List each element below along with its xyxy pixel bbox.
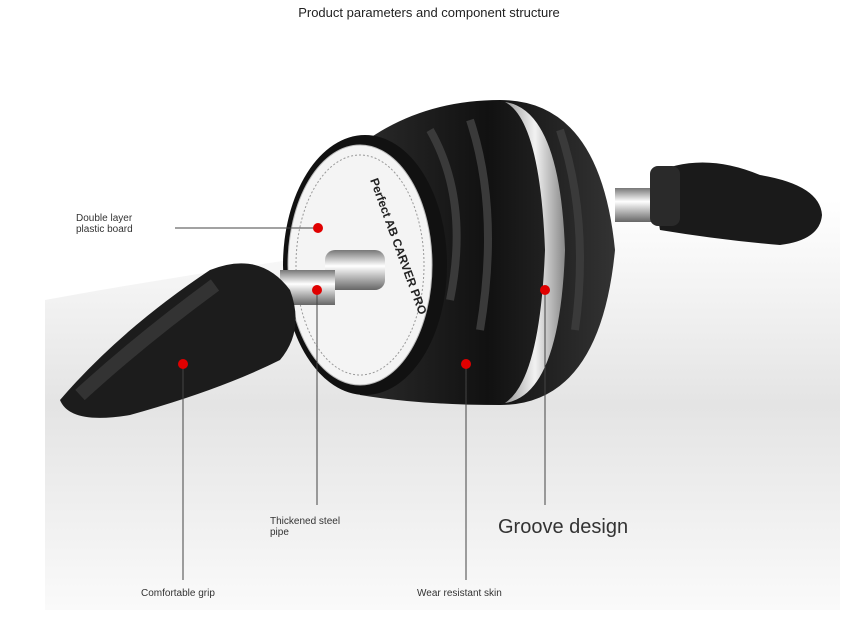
diagram-title: Product parameters and component structu… [298, 5, 560, 20]
marker-grip [178, 359, 188, 369]
label-skin: Wear resistant skin [417, 588, 502, 599]
label-plastic-board: Double layer plastic board [76, 213, 133, 235]
wheel: Perfect AB CARVER PRO [283, 100, 615, 405]
left-handle [60, 263, 335, 418]
marker-skin [461, 359, 471, 369]
label-grip: Comfortable grip [141, 588, 215, 599]
label-steel-pipe: Thickened steel pipe [270, 516, 341, 538]
marker-steel-pipe [312, 285, 322, 295]
leader-lines [175, 227, 546, 580]
right-handle [615, 162, 822, 245]
marker-groove [540, 285, 550, 295]
marker-plastic-board [313, 223, 323, 233]
label-groove: Groove design [498, 516, 629, 538]
